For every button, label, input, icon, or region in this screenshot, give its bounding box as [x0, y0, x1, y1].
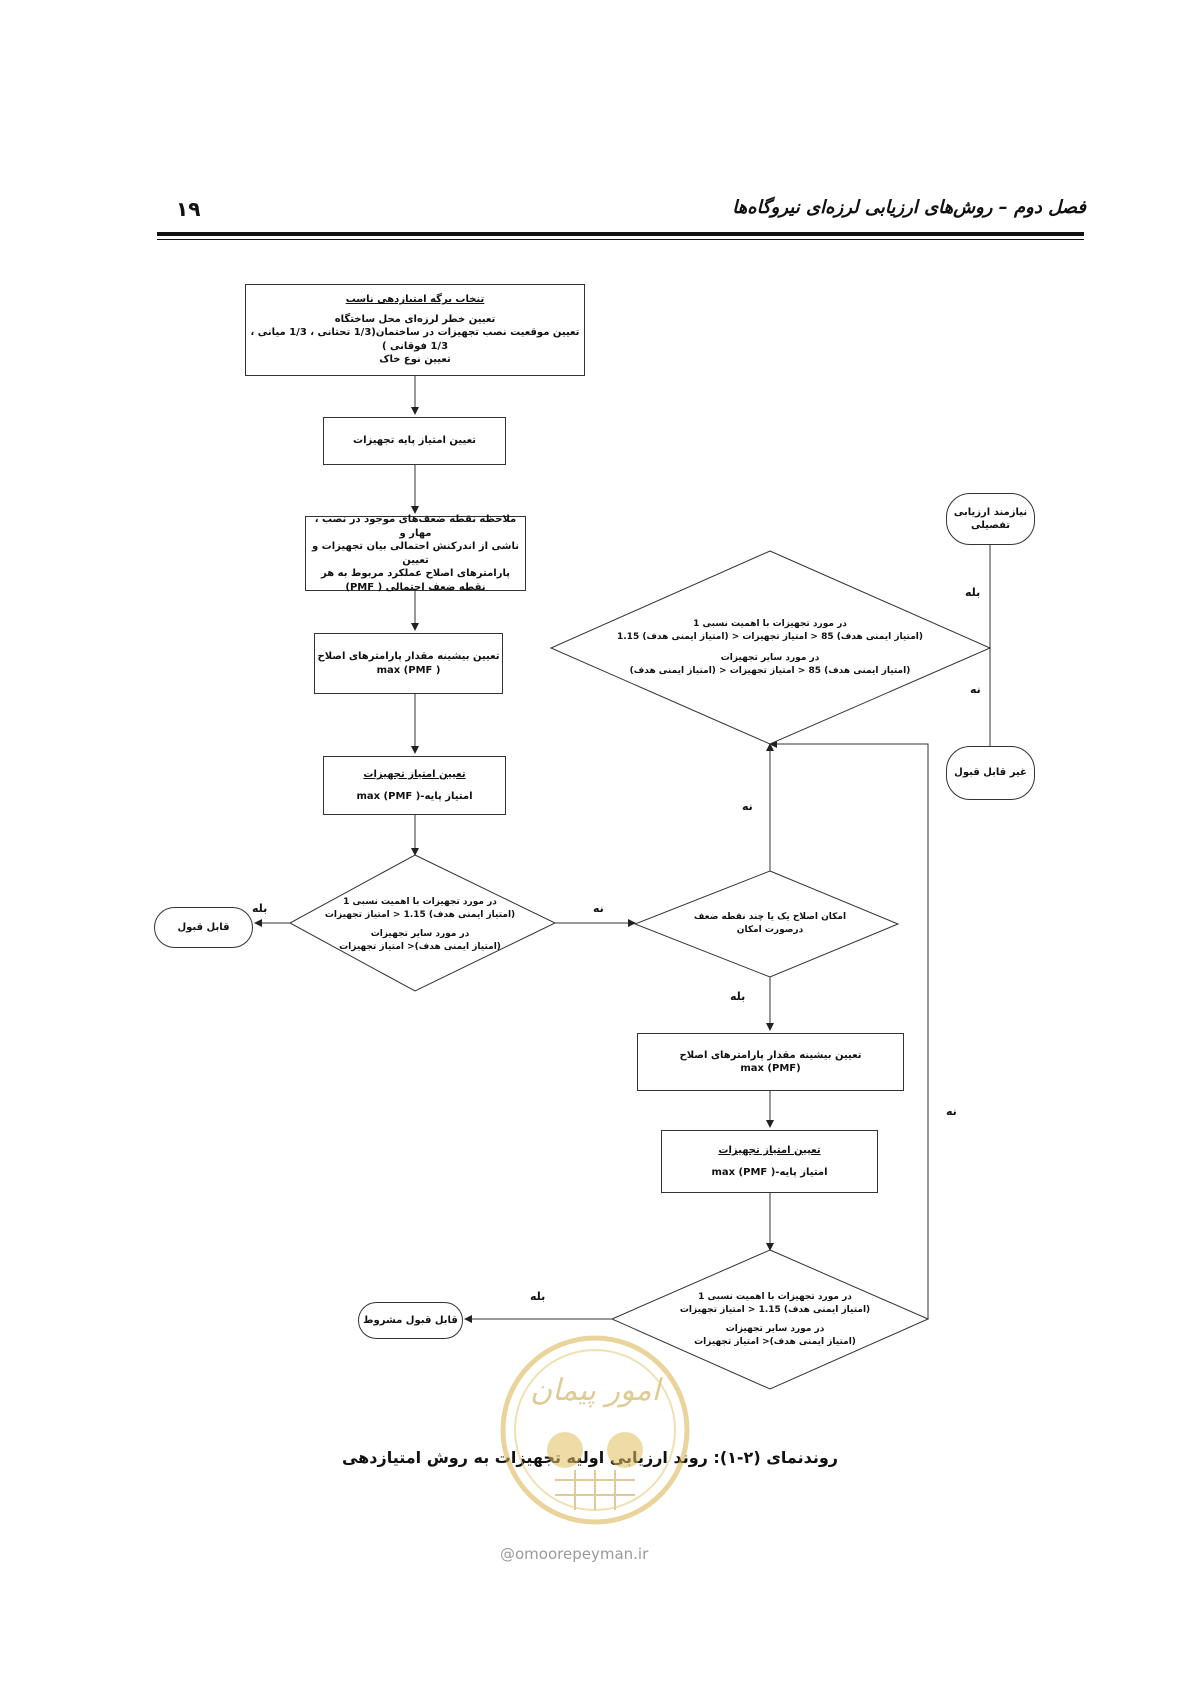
decision-d2-text: امکان اصلاح یک یا چند نقطه ضعف درصورت ام…: [670, 904, 870, 944]
decision-d3-text: در مورد تجهیزات با اهمیت نسبی 1 (امتیاز …: [600, 605, 940, 691]
decision-line: در مورد سایر تجهیزات: [725, 1324, 825, 1334]
label-yes-d1: بله: [252, 902, 268, 915]
decision-line: در مورد سایر تجهیزات: [720, 653, 820, 663]
page-header: فصل دوم – روش‌های ارزیابی لرزه‌ای نیروگا…: [732, 197, 1086, 218]
label-no-d2-up: نه: [742, 800, 753, 813]
decision-line: (امتیاز ایمنی هدف) 85 < امتیاز تجهیزات <…: [629, 666, 911, 677]
box-base-score: تعیین امتیاز پایه تجهیزات: [323, 417, 506, 465]
box-line: پارامترهای اصلاح عملکرد مربوط به هر: [321, 568, 510, 579]
decision-d3: [549, 550, 992, 745]
box-line: ناشی از اندرکنش احتمالی بیان تجهیزات و ت…: [311, 541, 520, 566]
decision-d1: [288, 854, 557, 992]
decision-d1-text: در مورد تجهیزات با اهمیت نسبی 1 (امتیاز …: [300, 885, 540, 965]
page-number: ۱۹: [176, 197, 201, 221]
box-line: تعیین خطر لرزه‌ای محل ساختگاه: [334, 313, 496, 325]
box-weaknesses-pmf: ملاحظه نقطه ضعف‌های موجود در نصب ، مهار …: [305, 514, 526, 593]
decision-line: در مورد سایر تجهیزات: [370, 929, 470, 939]
box-line: تعیین بیشینه مقدار پارامترهای اصلاح: [317, 651, 500, 662]
decision-line: (امتیاز ایمنی هدف) 1.15 < امتیاز تجهیزات: [324, 909, 516, 920]
box-line: max (PMF ): [376, 664, 441, 676]
box-line: تعیین موقعیت نصب تجهیزات در ساختمان(1/3 …: [250, 327, 580, 352]
decision-line: (امتیاز ایمنی هدف) 85 < امتیاز تجهیزات <…: [617, 631, 924, 642]
box-equipment-score: تعیین امتیاز تجهیزات امتیاز پایه-max (PM…: [323, 756, 506, 815]
decision-d2: [633, 870, 900, 978]
box-line: تعیین نوع خاک: [379, 354, 451, 366]
box-title: تعیین امتیاز تجهیزات: [363, 769, 466, 780]
box-max-pmf: تعیین بیشینه مقدار پارامترهای اصلاح max …: [314, 633, 503, 694]
box-line: تعیین امتیاز پایه تجهیزات: [353, 435, 476, 447]
decision-line: (امتیاز ایمنی هدف) 1.15 < امتیاز تجهیزات: [679, 1304, 871, 1315]
decision-line: (امتیاز ایمنی هدف)< امتیاز تجهیزات: [339, 942, 501, 953]
decision-d4: [610, 1249, 930, 1390]
terminal-acceptable: قابل قبول: [154, 907, 253, 948]
box-title: تعیین امتیاز تجهیزات: [718, 1145, 821, 1156]
header-rule-thin: [157, 239, 1084, 240]
box-line: max (PMF): [740, 1063, 801, 1074]
box-line: ملاحظه نقطه ضعف‌های موجود در نصب ، مهار …: [314, 514, 517, 539]
header-rule: [157, 232, 1084, 236]
label-yes-d2: بله: [730, 990, 746, 1003]
decision-line: امکان اصلاح یک یا چند نقطه ضعف: [693, 911, 847, 922]
box-select-scoring-sheet: تنخاب برگه امتیازدهی ناسب تعیین خطر لرزه…: [245, 284, 585, 376]
arrow-d4-loop: [769, 740, 929, 1319]
watermark-text: @omoorepeyman.ir: [500, 1545, 649, 1563]
box-line: نقطه ضعف احتمالی ( PMF): [345, 581, 486, 593]
box-line: امتیاز پایه-max (PMF ): [356, 790, 473, 802]
box-line: امتیاز پایه-max (PMF ): [711, 1166, 828, 1178]
box-line: تعیین بیشینه مقدار پارامترهای اصلاح: [679, 1049, 862, 1061]
label-yes-d4: بله: [530, 1290, 546, 1303]
label-no-d1: نه: [593, 902, 604, 915]
label-no-loop: نه: [946, 1105, 957, 1118]
watermark-logo: امور پیمان: [500, 1335, 690, 1525]
box-title: تنخاب برگه امتیازدهی ناسب: [345, 294, 485, 306]
decision-line: در مورد تجهیزات با اهمیت نسبی 1: [693, 618, 847, 629]
decision-line: در مورد تجهیزات با اهمیت نسبی 1: [698, 1291, 852, 1302]
decision-line: (امتیاز ایمنی هدف)< امتیاز تجهیزات: [694, 1337, 856, 1348]
decision-line: درصورت امکان: [736, 925, 804, 935]
watermark-logo-text: امور پیمان: [530, 1373, 664, 1408]
box-max-pmf-2: تعیین بیشینه مقدار پارامترهای اصلاح max …: [637, 1033, 904, 1091]
terminal-detailed-assessment: نیازمند ارزیابی تفصیلی: [946, 493, 1035, 545]
terminal-unacceptable: غیر قابل قبول: [946, 746, 1035, 800]
decision-d4-text: در مورد تجهیزات با اهمیت نسبی 1 (امتیاز …: [655, 1280, 895, 1360]
decision-line: در مورد تجهیزات با اهمیت نسبی 1: [343, 896, 497, 907]
label-no-d3: نه: [970, 683, 981, 696]
label-yes-d3: بله: [965, 586, 981, 599]
terminal-conditionally-acceptable: قابل قبول مشروط: [358, 1302, 463, 1339]
box-equipment-score-2: تعیین امتیاز تجهیزات امتیاز پایه-max (PM…: [661, 1130, 878, 1193]
